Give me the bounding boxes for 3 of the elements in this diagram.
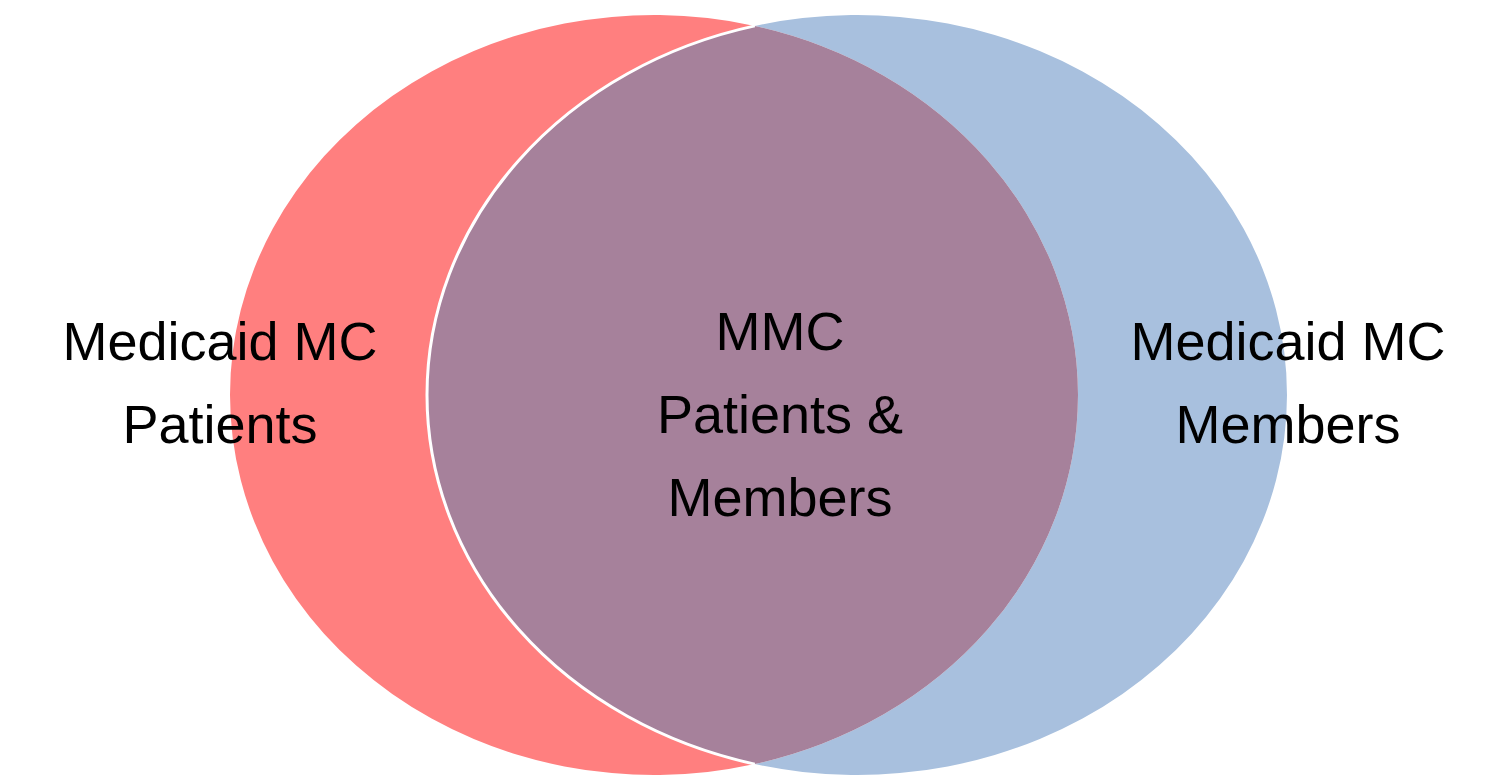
set-label: Medicaid MC Patients bbox=[61, 310, 379, 456]
set-label: Medicaid MC Members bbox=[1129, 310, 1447, 456]
set-label: MMC Patients & Members bbox=[655, 300, 905, 529]
